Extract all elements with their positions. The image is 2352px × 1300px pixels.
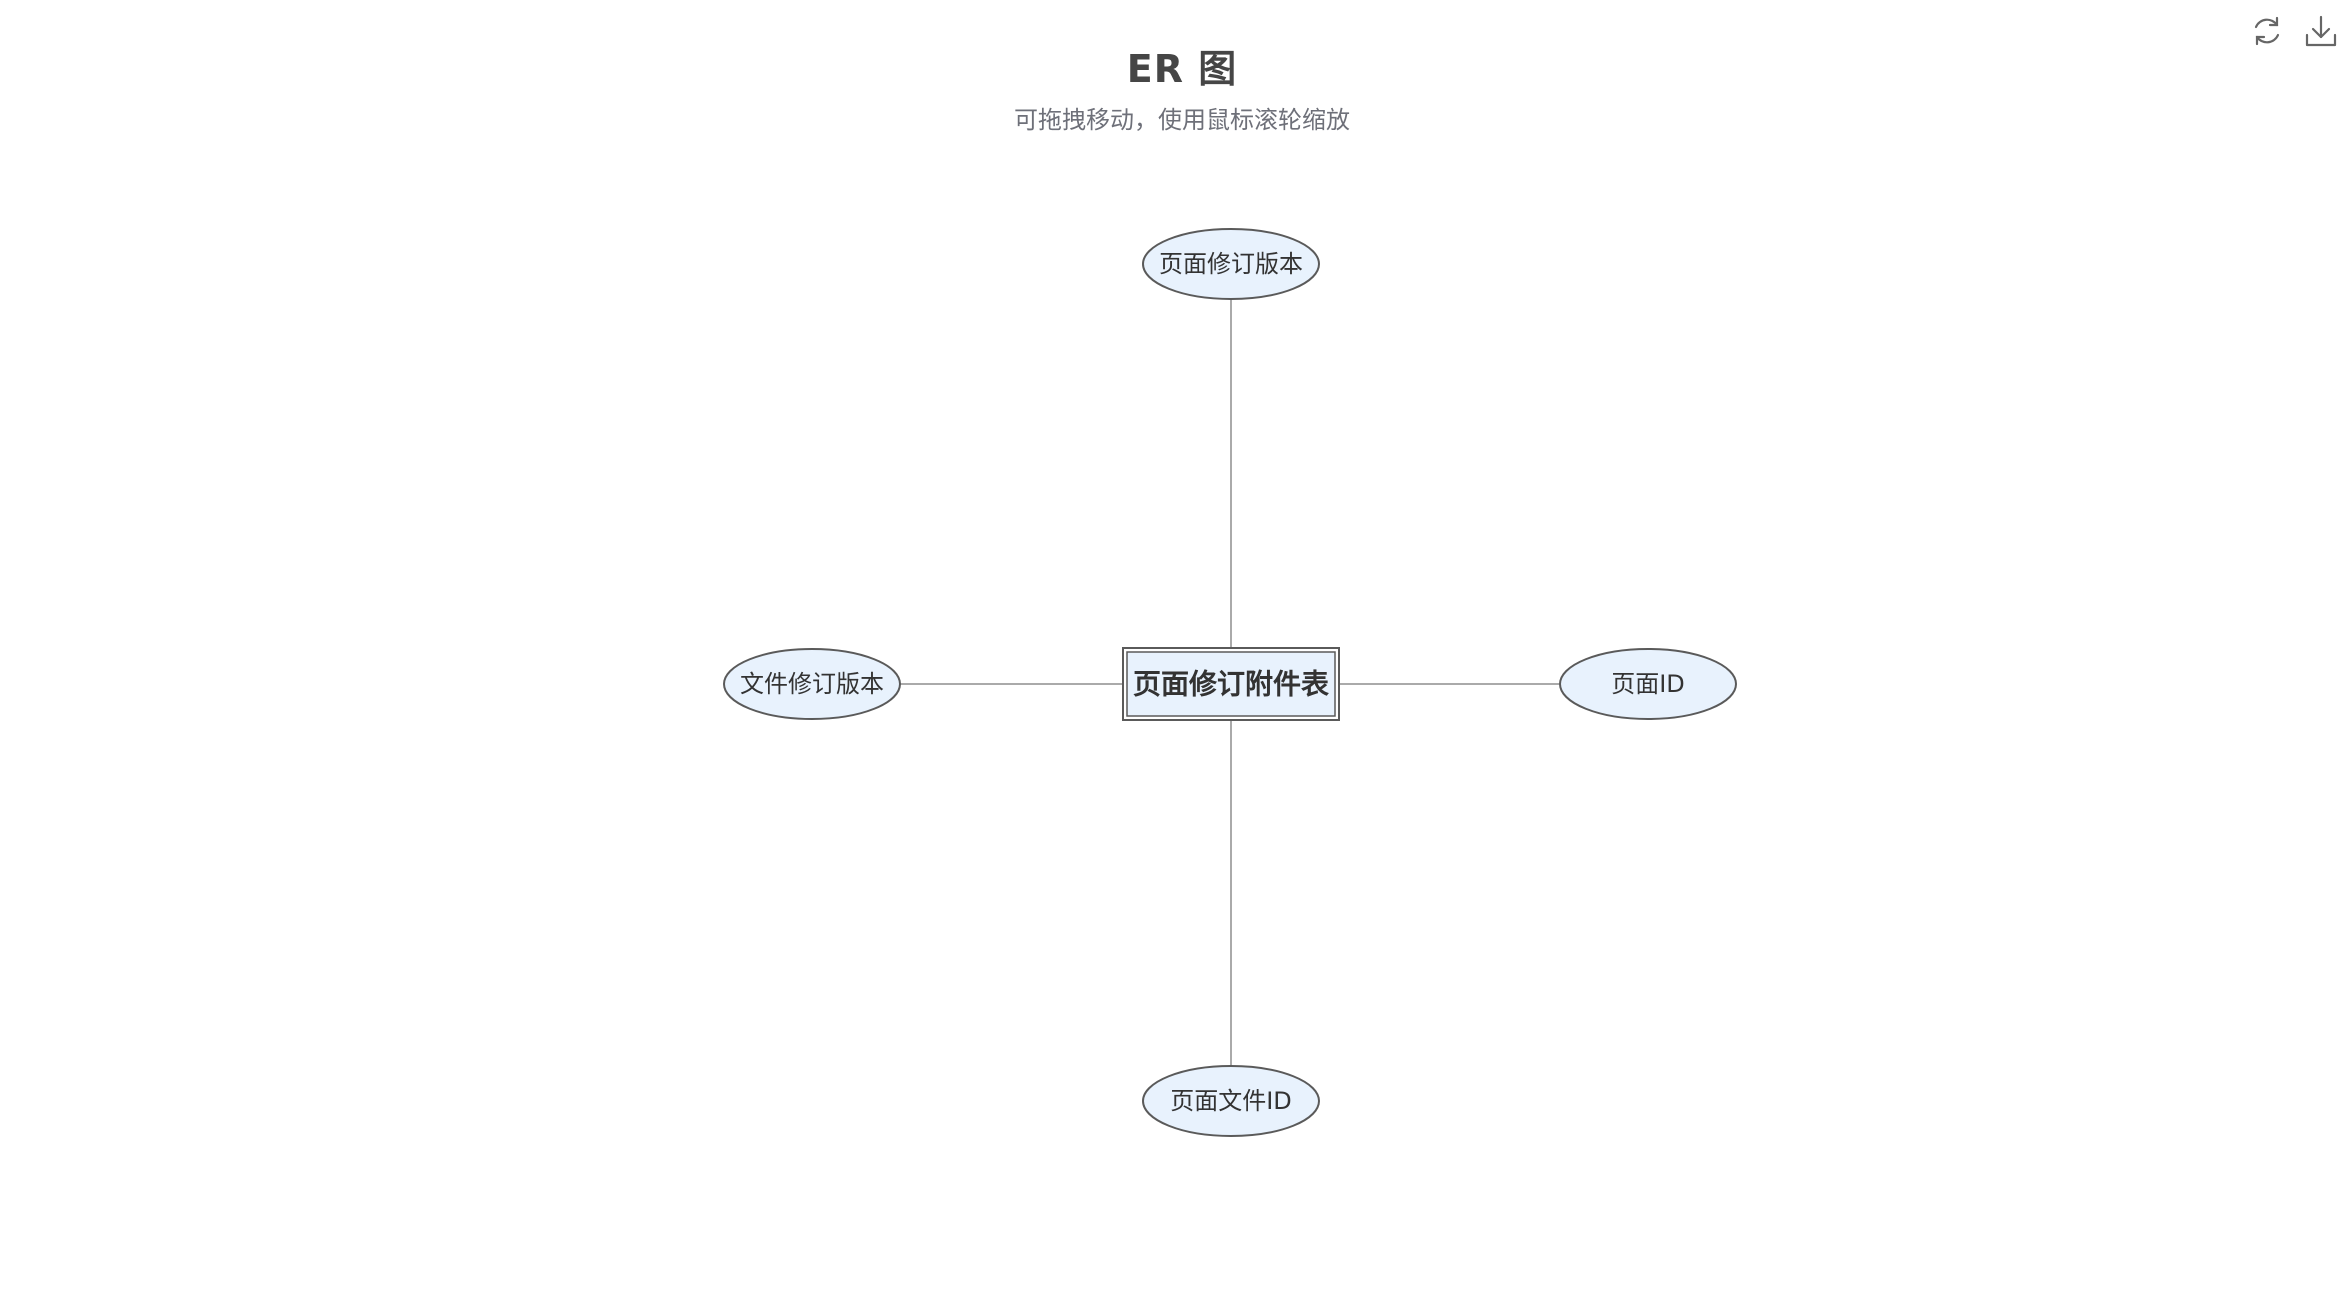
restore-button[interactable] [2248, 12, 2286, 50]
page-subtitle: 可拖拽移动，使用鼠标滚轮缩放 [1014, 106, 1350, 134]
attribute-label: 页面ID [1611, 670, 1685, 698]
attribute-label: 页面文件ID [1170, 1087, 1292, 1115]
attribute-label: 文件修订版本 [740, 670, 884, 698]
entity-node[interactable]: 页面修订附件表 [1122, 647, 1340, 721]
download-icon [2305, 15, 2337, 47]
attribute-label: 页面修订版本 [1159, 250, 1303, 278]
attribute-node-top[interactable]: 页面修订版本 [1142, 228, 1320, 300]
download-button[interactable] [2302, 12, 2340, 50]
attribute-node-right[interactable]: 页面ID [1559, 648, 1737, 720]
attribute-node-left[interactable]: 文件修订版本 [723, 648, 901, 720]
attribute-node-bottom[interactable]: 页面文件ID [1142, 1065, 1320, 1137]
refresh-icon [2254, 16, 2280, 46]
entity-label: 页面修订附件表 [1133, 668, 1329, 701]
page-title: ER 图 [1126, 47, 1238, 91]
toolbox [2248, 12, 2340, 50]
